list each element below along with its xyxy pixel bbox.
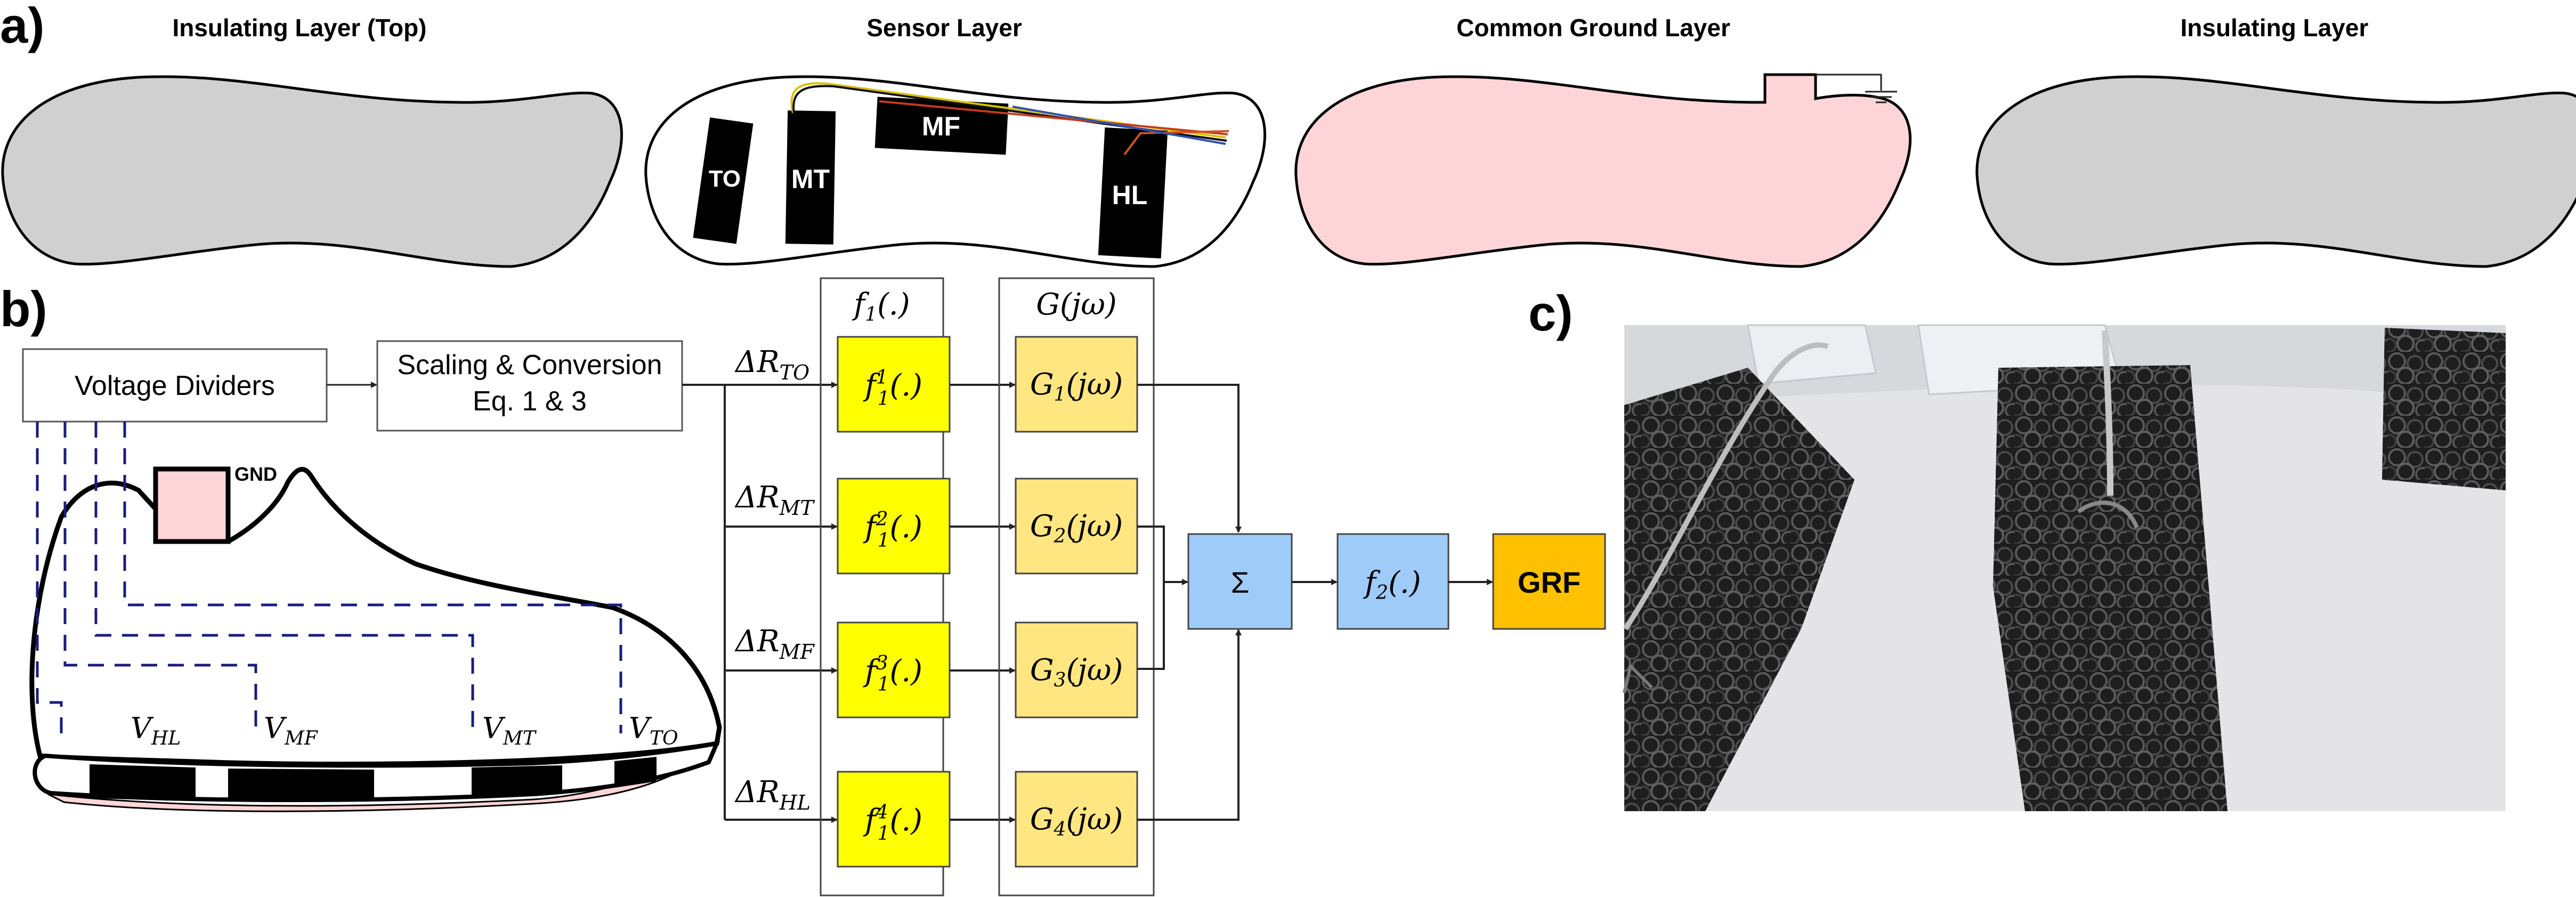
layer-title-insulating-top: Insulating Layer (Top)	[172, 14, 426, 42]
scaling-conversion-box	[376, 340, 683, 432]
g-block-3: G3(jω)	[1015, 621, 1138, 718]
v-mf-label: VMF	[264, 712, 319, 749]
sensor-wires	[790, 82, 1229, 156]
g-block-1-label: G1(jω)	[1030, 367, 1123, 406]
g-block-2-box	[1015, 478, 1138, 575]
g-block-4-box	[1015, 771, 1138, 868]
delta-r-hl: ΔRHL	[734, 775, 811, 814]
g-block-3-label: G3(jω)	[1030, 653, 1123, 691]
f1-column-frame	[820, 277, 944, 896]
photo-sensor-closeup	[1623, 324, 2506, 811]
panel-c-label: c)	[1528, 285, 1573, 341]
g-block-4-label: G4(jω)	[1030, 802, 1123, 841]
delta-r-mt: ΔRMT	[734, 480, 815, 520]
sensor-pad-mt	[785, 110, 836, 245]
summation-symbol: Σ	[1231, 565, 1250, 599]
sensor-pad-hl	[1098, 127, 1168, 258]
g-block-3-box	[1015, 621, 1138, 718]
f2-box	[1336, 533, 1449, 630]
grf-label: GRF	[1518, 565, 1581, 599]
v-mt-label: VMT	[482, 712, 537, 749]
sensor-label-hl: HL	[1112, 180, 1148, 210]
layer-title-common-ground: Common Ground Layer	[1456, 14, 1730, 42]
g-block-2-label: G2(jω)	[1030, 509, 1123, 547]
ground-electrode-block	[153, 466, 231, 544]
delta-r-mf: ΔRMF	[734, 624, 815, 664]
fanout-lines	[682, 384, 726, 820]
panel-a-label: a)	[0, 0, 45, 53]
sensor-label-to: TO	[709, 166, 741, 192]
f1-block-3-box	[837, 621, 951, 718]
v-to-label: VTO	[629, 712, 678, 749]
panel-a: a) Insulating Layer (Top) Sensor Layer C…	[0, 0, 2576, 268]
scaling-conversion-line1: Scaling & Conversion	[397, 350, 662, 381]
g-block-1-box	[1015, 336, 1138, 433]
sensor-pad-to	[693, 117, 754, 244]
sensor-label-mt: MT	[791, 164, 830, 194]
panel-b-label: b)	[0, 281, 47, 337]
panel-b: b) Voltage Dividers Scaling & Conversion…	[0, 277, 1606, 896]
sensor-label-mf: MF	[922, 111, 960, 141]
g-block-4: G4(jω)	[1015, 771, 1138, 868]
scaling-conversion-line2: Eq. 1 & 3	[473, 386, 587, 417]
g-block-1: G1(jω)	[1015, 336, 1138, 433]
shoe-sole-sensors	[90, 757, 657, 801]
insole-insulating-bottom	[1975, 75, 2576, 268]
gnd-label: GND	[234, 463, 277, 485]
ground-connection	[1816, 74, 1897, 103]
f1-block-1-box	[837, 336, 951, 433]
panel-c: c)	[1528, 285, 2506, 811]
sensor-pads	[693, 96, 1168, 258]
layer-title-sensor: Sensor Layer	[866, 14, 1022, 42]
v-hl-label: VHL	[131, 712, 181, 749]
g-block-2: G2(jω)	[1015, 478, 1138, 575]
insole-insulating-top	[1, 75, 623, 268]
g-column-frame	[998, 277, 1155, 896]
insole-common-ground	[1294, 73, 1912, 268]
dashed-wiring	[36, 422, 622, 733]
f1-column-header: f1(.)	[852, 287, 910, 326]
g-column-header: G(jω)	[1036, 287, 1116, 322]
delta-r-to: ΔRTO	[734, 345, 809, 384]
shoe-illustration	[29, 466, 722, 812]
layer-title-insulating-bottom: Insulating Layer	[2181, 14, 2369, 42]
grf-box	[1492, 533, 1606, 630]
voltage-dividers-label: Voltage Dividers	[75, 370, 275, 401]
f2-label: f2(.)	[1363, 565, 1421, 604]
